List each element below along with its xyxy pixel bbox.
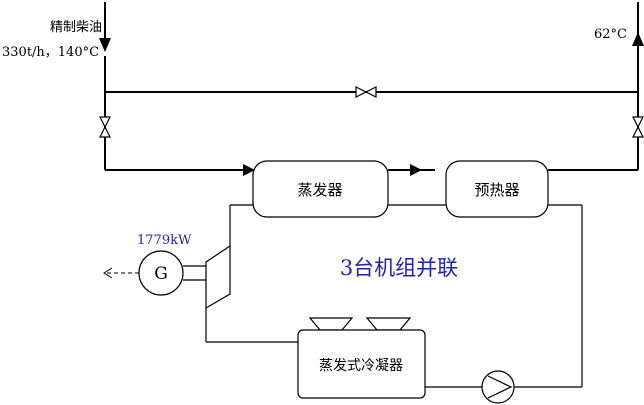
outlet-arrow-icon bbox=[632, 32, 644, 46]
power-output-arrow-icon bbox=[103, 267, 113, 279]
evaporator bbox=[252, 160, 389, 218]
power-label: 1779kW bbox=[137, 233, 192, 248]
condenser-label: 蒸发式冷凝器 bbox=[319, 358, 403, 374]
bypass-valve-icon bbox=[355, 86, 377, 98]
evaporative-condenser bbox=[297, 329, 426, 399]
preheater-inlet-arrow-icon bbox=[410, 164, 422, 176]
pump-icon bbox=[481, 370, 515, 404]
preheater-label: 预热器 bbox=[474, 181, 519, 199]
oil-conditions-label: 330t/h，140°C bbox=[2, 45, 99, 60]
units-note-label: 3台机组并联 bbox=[340, 256, 458, 280]
turbine-icon bbox=[205, 244, 231, 310]
fan-icon bbox=[365, 317, 412, 331]
outlet-temp-label: 62°C bbox=[594, 27, 627, 42]
left-valve-icon bbox=[99, 116, 111, 138]
inlet-pipe bbox=[104, 2, 245, 171]
evaporator-label: 蒸发器 bbox=[297, 181, 342, 199]
generator-label: G bbox=[154, 264, 168, 284]
right-valve-icon bbox=[632, 116, 644, 138]
fan-icon bbox=[308, 317, 354, 331]
oil-name-label: 精制柴油 bbox=[50, 20, 102, 35]
evaporator-inlet-arrow-icon bbox=[243, 164, 255, 176]
working-fluid-loop bbox=[205, 204, 583, 388]
preheater bbox=[445, 160, 549, 218]
turbine-shaft bbox=[183, 265, 206, 281]
inlet-arrow-icon bbox=[99, 38, 111, 52]
